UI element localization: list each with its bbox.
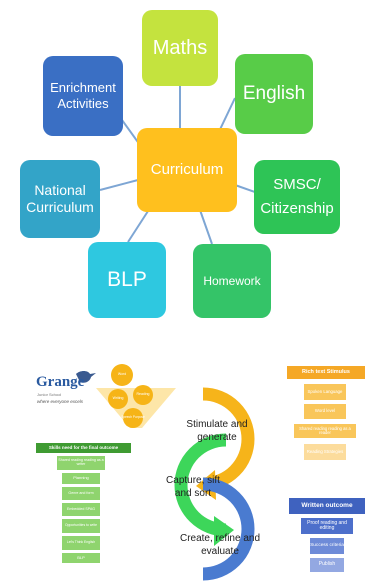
node-english: English [235, 54, 313, 134]
node-smsc: SMSC/ Citizenship [254, 160, 340, 234]
skills-title: Skills need for the final outcome [36, 443, 131, 453]
skills-item-planning: Planning [62, 473, 100, 484]
cycle-arc-capture [174, 433, 227, 537]
node-maths: Maths [142, 10, 218, 86]
rich-item-strategies: Reading Strategies [304, 444, 346, 460]
header-fragment: ... [170, 0, 350, 8]
written-item-proof: Proof reading and editing [301, 518, 353, 534]
rich-title: Rich text Stimulus [287, 366, 365, 379]
funnel-circle-reading [133, 385, 153, 405]
grange-tagline: where everyone excels [37, 399, 84, 404]
node-enrichment: Enrichment Activities [43, 56, 123, 136]
node-center-curriculum: Curriculum [137, 128, 237, 212]
funnel-label-speech: Speech Purpose [121, 415, 145, 420]
funnel-circle-writing [108, 389, 128, 409]
grange-name: Grange [36, 374, 85, 390]
written-title: Written outcome [289, 498, 365, 514]
rich-item-shared: Shared reading reading as a reader [294, 424, 356, 438]
skills-item-spag: Embedded SPAG [62, 503, 100, 516]
cycle-label-stimulate: Stimulate and generate [186, 419, 248, 443]
skills-item-genre: Genre and form [62, 487, 100, 500]
cycle-arc-stimulate [202, 387, 255, 491]
written-item-success: Success criteria [310, 538, 344, 554]
rich-item-word: Word level [304, 404, 346, 419]
funnel-circle-word [111, 364, 133, 386]
bird-icon [76, 371, 96, 383]
cycle-label-create: Create, refine and evaluate [179, 533, 261, 557]
node-blp: BLP [88, 242, 166, 318]
skills-item-shared-reading: Shared reading reading as a writer [57, 456, 105, 470]
connector-homework [199, 209, 213, 245]
grange-school: Junior School [37, 392, 62, 397]
funnel-circle-speech [123, 408, 143, 428]
grange-logo: Grange Junior School where everyone exce… [36, 368, 106, 412]
funnel-label-word: Word [117, 372, 127, 377]
connector-blp [127, 207, 151, 243]
node-homework: Homework [193, 244, 271, 318]
node-national: National Curriculum [20, 160, 100, 238]
cycle-arrow-capture [214, 516, 234, 546]
cycle-label-capture: Capture, sift and sort [166, 475, 220, 499]
connector-smsc [234, 184, 256, 193]
connector-national [99, 179, 139, 191]
skills-item-blp: BLP [62, 553, 100, 563]
written-item-publish: Publish [310, 558, 344, 572]
cycle-arc-create [202, 477, 255, 581]
funnel-label-writing: Writing [112, 396, 124, 401]
skills-item-opportunities: Opportunities to write [62, 519, 100, 533]
skills-item-lets-think: Let's Think English [62, 536, 100, 550]
funnel-label-reading: Reading [136, 392, 150, 397]
rich-item-spoken: Spoken Language [304, 384, 346, 400]
